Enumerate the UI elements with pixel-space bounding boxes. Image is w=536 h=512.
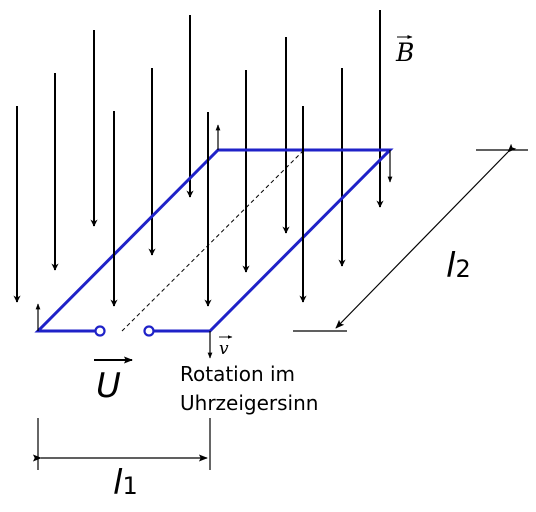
dimension-l1-label: l1: [113, 463, 138, 503]
voltage-label: U: [96, 366, 121, 406]
voltage-label-group: U: [94, 356, 133, 406]
conductor-loop: [34, 148, 394, 337]
rotation-caption-line1: Rotation im: [180, 362, 295, 386]
loop-terminal-right: [143, 325, 155, 337]
loop-wire: [34, 148, 394, 333]
field-label-group: B: [395, 35, 414, 67]
dimension-l2-label: l2: [446, 246, 471, 286]
magnetic-field-lines-front: [13, 73, 307, 307]
dimension-l2-arrow: [335, 143, 517, 329]
velocity-label-group: v: [219, 335, 233, 359]
rotation-axis: [121, 149, 305, 332]
rotation-caption-line2: Uhrzeigersinn: [180, 391, 318, 415]
loop-terminal-left: [94, 325, 106, 337]
dimension-l1: [32, 418, 211, 470]
field-label: B: [395, 38, 414, 67]
dimension-l2: [293, 143, 528, 332]
velocity-arrows: [35, 124, 393, 359]
velocity-label: v: [219, 339, 229, 359]
